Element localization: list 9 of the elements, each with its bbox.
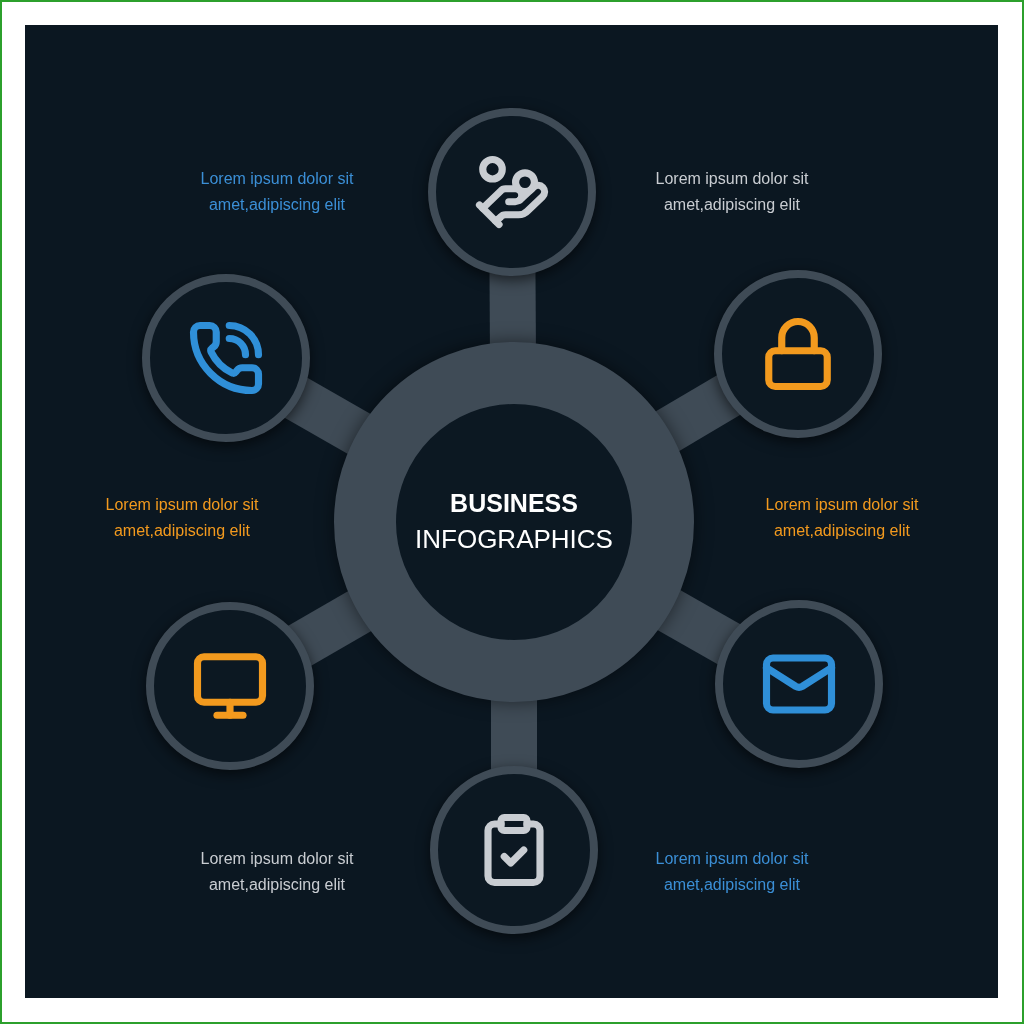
description-text: Lorem ipsum dolor sit amet,adipiscing elit (199, 169, 355, 215)
description-text: Lorem ipsum dolor sit amet,adipiscing elit (104, 495, 260, 541)
description-text: Lorem ipsum dolor sit amet,adipiscing elit (654, 169, 810, 215)
connector-band (491, 698, 537, 770)
description-text: Lorem ipsum dolor sit amet,adipiscing elit (654, 849, 810, 895)
hub-subtitle: INFOGRAPHICS (415, 524, 613, 555)
description-text: Lorem ipsum dolor sit amet,adipiscing elit (199, 849, 355, 895)
description-text: Lorem ipsum dolor sit amet,adipiscing elit (764, 495, 920, 541)
hub-title: BUSINESS (450, 489, 578, 518)
